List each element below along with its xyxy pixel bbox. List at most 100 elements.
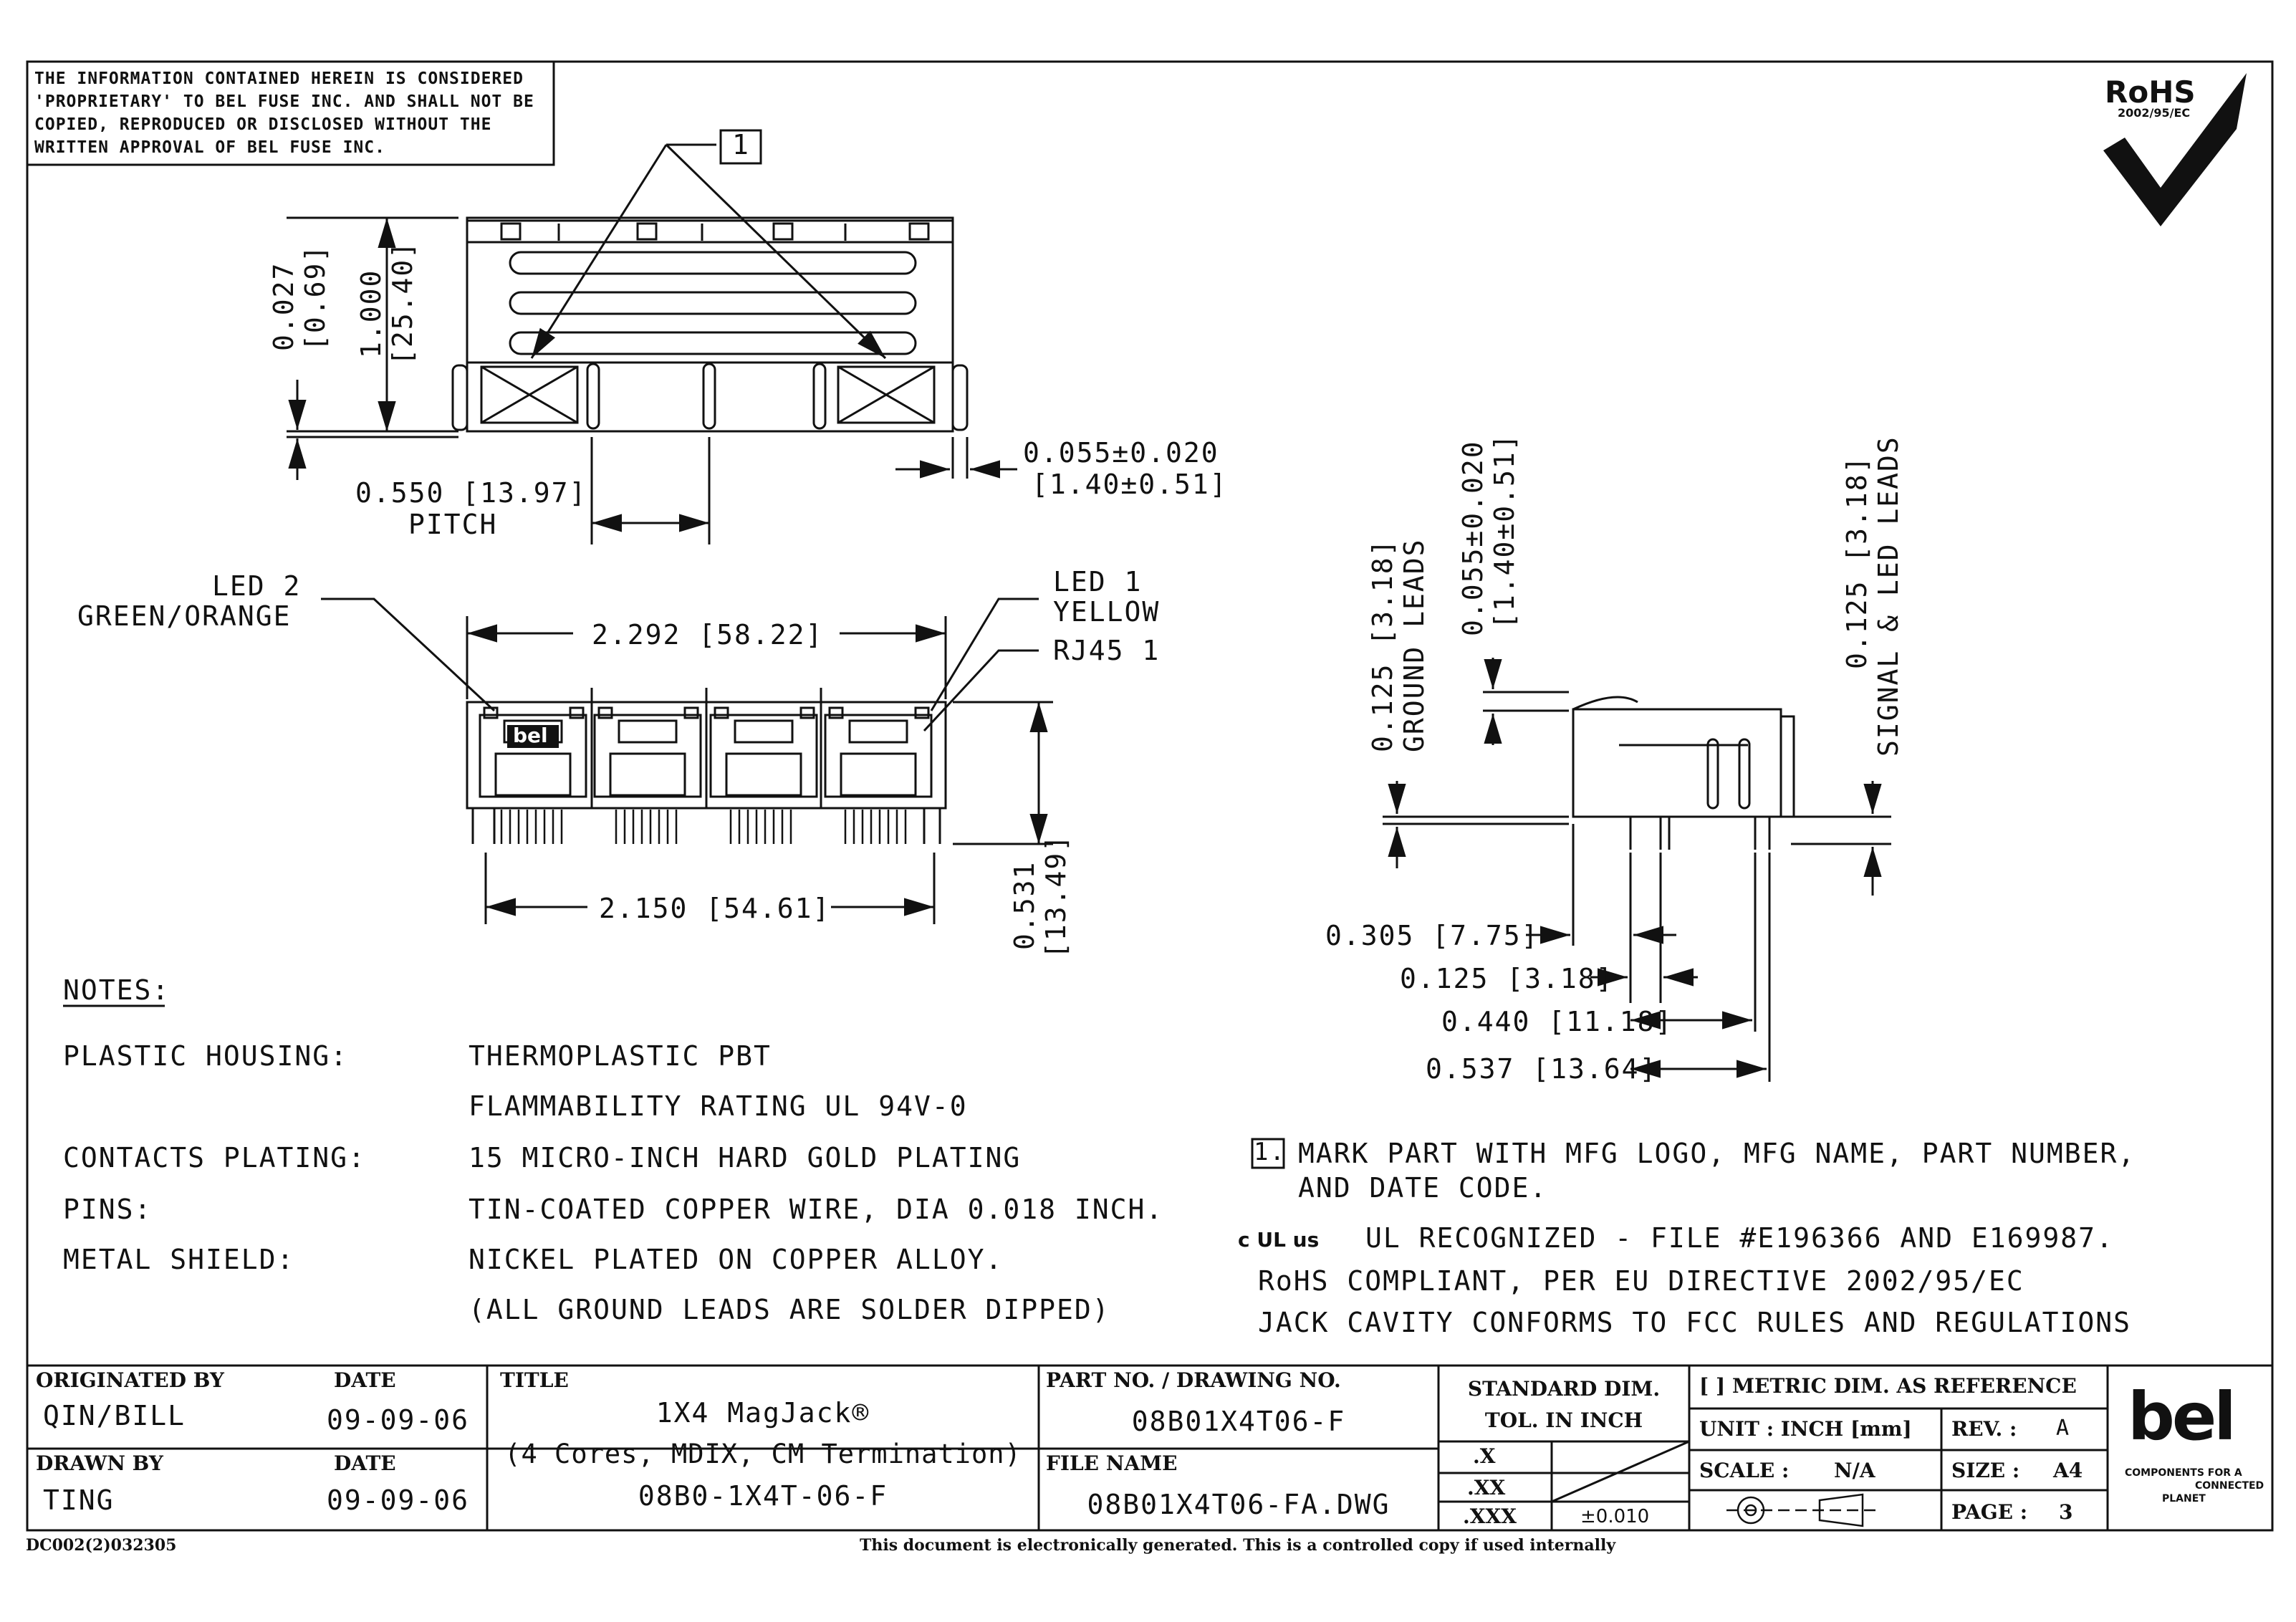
led2-label: LED 2: [212, 570, 302, 602]
title-line1: 1X4 MagJack®: [655, 1397, 870, 1429]
tol-xxx-value: ±0.010: [1580, 1506, 1650, 1527]
front-pin-span-dim: 2.150 [54.61]: [599, 893, 831, 924]
front-view-bel-logo: [507, 725, 559, 748]
proprietary-line: THE INFORMATION CONTAINED HEREIN IS CONS…: [34, 69, 524, 88]
notes-heading: NOTES:: [63, 974, 170, 1006]
front-view-pins: [500, 810, 907, 844]
rohs-check-mark: [2103, 73, 2247, 226]
rohs-subtitle: 2002/95/EC: [2118, 106, 2191, 120]
top-thickness-dim: 0.027: [268, 261, 299, 351]
side-dim-537: 0.537 [13.64]: [1426, 1053, 1658, 1085]
document-code: DC002(2)032305: [26, 1536, 177, 1555]
originated-by: QIN/BILL: [43, 1400, 186, 1431]
tol-xx-label: .XX: [1467, 1476, 1506, 1499]
note-value: THERMOPLASTIC PBT: [469, 1040, 772, 1072]
mark-note-number: 1.: [1254, 1138, 1286, 1166]
size-value: A4: [2053, 1459, 2083, 1482]
bel-tagline-2: CONNECTED: [2195, 1480, 2264, 1492]
drawn-date: 09-09-06: [327, 1484, 470, 1516]
scale-value: N/A: [1834, 1459, 1875, 1482]
callout-1-label: 1: [732, 129, 750, 160]
side-tab-dim: 0.055±0.020: [1457, 440, 1489, 636]
page-value: 3: [2059, 1500, 2073, 1524]
side-dim-305: 0.305 [7.75]: [1325, 920, 1540, 951]
drawn-by: TING: [43, 1484, 115, 1516]
front-height-dim: 0.531: [1009, 860, 1040, 950]
fcc-note: JACK CAVITY CONFORMS TO FCC RULES AND RE…: [1258, 1307, 2132, 1338]
side-tab-dim-mm: [1.40±0.51]: [1489, 433, 1520, 629]
standard-dim-label: STANDARD DIM.: [1467, 1377, 1661, 1401]
title-block-grid: [27, 1364, 2272, 1532]
rohs-note: RoHS COMPLIANT, PER EU DIRECTIVE 2002/95…: [1258, 1265, 2024, 1297]
file-name-label: FILE NAME: [1046, 1451, 1178, 1475]
note-value: 15 MICRO-INCH HARD GOLD PLATING: [469, 1142, 1022, 1174]
top-tab-dim-mm: [1.40±0.51]: [1032, 469, 1228, 500]
size-label: SIZE :: [1951, 1459, 2020, 1482]
rohs-title: RoHS: [2105, 75, 2196, 110]
top-height-dim-mm: [25.40]: [387, 240, 418, 365]
rev-value: A: [2056, 1416, 2071, 1441]
rj45-label: RJ45 1: [1053, 635, 1161, 666]
callout-box-1: [719, 129, 762, 165]
signal-lead-label: SIGNAL & LED LEADS: [1873, 436, 1904, 757]
generated-note: This document is electronically generate…: [860, 1536, 1616, 1555]
mark-note-line1: MARK PART WITH MFG LOGO, MFG NAME, PART …: [1298, 1138, 2136, 1169]
tol-xxx-label: .XXX: [1463, 1505, 1517, 1528]
tol-x-label: .X: [1473, 1444, 1496, 1468]
signal-lead-dim: 0.125 [3.18]: [1841, 455, 1873, 669]
led1-label: LED 1: [1053, 566, 1143, 598]
proprietary-line: COPIED, REPRODUCED OR DISCLOSED WITHOUT …: [34, 115, 492, 134]
part-no-label: PART NO. / DRAWING NO.: [1046, 1368, 1341, 1392]
side-view-outline: [1572, 696, 1795, 850]
part-number: 08B01X4T06-F: [1131, 1406, 1346, 1437]
note-value: (ALL GROUND LEADS ARE SOLDER DIPPED): [469, 1294, 1110, 1325]
top-thickness-dim-mm: [0.69]: [299, 244, 331, 351]
ground-lead-label: GROUND LEADS: [1398, 538, 1430, 752]
bel-tagline-3: PLANET: [2162, 1493, 2206, 1505]
bel-logo: bel: [2128, 1378, 2237, 1455]
mark-note-line2: AND DATE CODE.: [1298, 1172, 1548, 1204]
note-label: PLASTIC HOUSING:: [63, 1040, 349, 1072]
file-name: 08B01X4T06-FA.DWG: [1087, 1489, 1390, 1520]
scale-label: SCALE :: [1699, 1459, 1790, 1482]
ul-recognized-icon: c UL us: [1238, 1228, 1320, 1252]
note-value: NICKEL PLATED ON COPPER ALLOY.: [469, 1244, 1004, 1275]
pitch-label: PITCH: [408, 509, 498, 540]
side-dim-440: 0.440 [11.18]: [1441, 1006, 1673, 1037]
ground-lead-dim: 0.125 [3.18]: [1367, 538, 1398, 752]
front-bel-logo-text: bel: [513, 724, 548, 747]
note-value: TIN-COATED COPPER WIRE, DIA 0.018 INCH.: [469, 1194, 1164, 1225]
originated-date: 09-09-06: [327, 1404, 470, 1436]
top-view-outline: [451, 216, 969, 433]
pitch-dim: 0.550 [13.97]: [355, 477, 587, 509]
front-height-dim-mm: [13.49]: [1040, 833, 1072, 959]
date-label: DATE: [334, 1368, 396, 1392]
proprietary-box: [26, 60, 555, 166]
side-dim-125: 0.125 [3.18]: [1400, 963, 1614, 994]
proprietary-notice: THE INFORMATION CONTAINED HEREIN IS CONS…: [34, 67, 534, 159]
note-marker-box: [1251, 1138, 1285, 1169]
top-height-dim: 1.000: [355, 269, 387, 358]
third-angle-projection-symbol: [1726, 1493, 1877, 1527]
note-label: PINS:: [63, 1194, 153, 1225]
tolerance-label: TOL. IN INCH: [1484, 1409, 1643, 1432]
drawn-by-label: DRAWN BY: [36, 1451, 163, 1475]
led1-color: YELLOW: [1053, 596, 1161, 628]
led2-color: GREEN/ORANGE: [77, 600, 292, 632]
note-value: FLAMMABILITY RATING UL 94V-0: [469, 1090, 968, 1122]
title-label: TITLE: [500, 1368, 569, 1392]
page-label: PAGE :: [1951, 1500, 2028, 1524]
note-label: METAL SHIELD:: [63, 1244, 295, 1275]
front-view-outline: [466, 688, 947, 844]
title-line2: (4 Cores, MDIX, CM Termination): [504, 1439, 1022, 1469]
date-label: DATE: [334, 1451, 396, 1475]
originated-by-label: ORIGINATED BY: [36, 1368, 224, 1392]
title-line3: 08B0-1X4T-06-F: [638, 1480, 888, 1512]
proprietary-line: WRITTEN APPROVAL OF BEL FUSE INC.: [34, 138, 385, 157]
unit-label: UNIT : INCH [mm]: [1699, 1417, 1912, 1441]
ul-note: UL RECOGNIZED - FILE #E196366 AND E16998…: [1365, 1222, 2114, 1254]
metric-reference-label: [ ] METRIC DIM. AS REFERENCE: [1699, 1374, 2077, 1398]
note-label: CONTACTS PLATING:: [63, 1142, 366, 1174]
